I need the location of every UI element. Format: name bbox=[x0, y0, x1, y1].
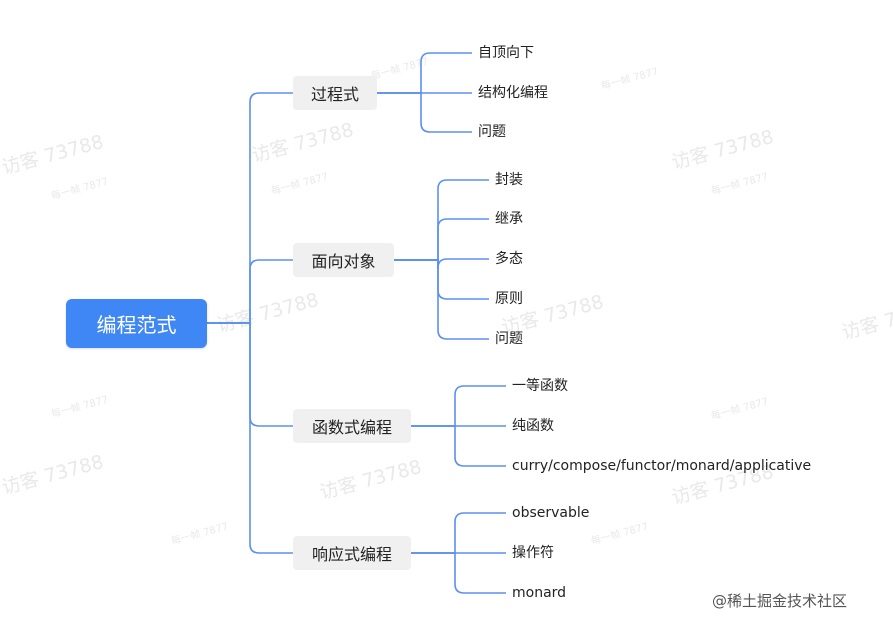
leaf-node[interactable]: 原则 bbox=[495, 291, 523, 307]
branch-leaf-connector bbox=[394, 259, 489, 340]
branch-leaf-connector bbox=[411, 552, 506, 594]
branch-leaf-connector bbox=[394, 218, 489, 261]
leaf-node[interactable]: monard bbox=[512, 585, 567, 601]
leaf-node[interactable]: 封装 bbox=[495, 172, 523, 188]
branch-node[interactable]: 响应式编程 bbox=[293, 536, 411, 570]
leaf-node[interactable]: 自顶向下 bbox=[478, 45, 534, 61]
branch-node[interactable]: 函数式编程 bbox=[293, 409, 411, 443]
root-branch-connector bbox=[207, 92, 293, 324]
branch-leaf-connector bbox=[377, 52, 472, 94]
leaf-node[interactable]: 多态 bbox=[495, 251, 523, 267]
root-branch-connector bbox=[207, 322, 293, 554]
branch-leaf-connector bbox=[411, 512, 506, 554]
leaf-node[interactable]: 问题 bbox=[478, 124, 506, 140]
branch-leaf-connector bbox=[411, 425, 506, 467]
leaf-node[interactable]: 继承 bbox=[495, 211, 523, 227]
leaf-node[interactable]: 结构化编程 bbox=[478, 85, 548, 101]
leaf-node[interactable]: curry/compose/functor/monard/applicative bbox=[512, 458, 812, 474]
leaf-node[interactable]: 操作符 bbox=[512, 545, 554, 561]
branch-node[interactable]: 过程式 bbox=[293, 76, 377, 110]
root-node[interactable]: 编程范式 bbox=[66, 299, 207, 348]
branch-leaf-connector bbox=[377, 92, 472, 133]
branch-leaf-connector bbox=[394, 259, 489, 300]
leaf-node[interactable]: observable bbox=[512, 505, 590, 521]
root-branch-connector bbox=[207, 259, 293, 324]
source-credit: @稀土掘金技术社区 bbox=[712, 592, 848, 610]
leaf-node[interactable]: 一等函数 bbox=[512, 378, 568, 394]
branch-leaf-connector bbox=[411, 385, 506, 427]
leaf-node[interactable]: 纯函数 bbox=[512, 418, 554, 434]
branch-node[interactable]: 面向对象 bbox=[293, 243, 394, 277]
leaf-node[interactable]: 问题 bbox=[495, 331, 523, 347]
branch-leaf-connector bbox=[394, 179, 489, 261]
